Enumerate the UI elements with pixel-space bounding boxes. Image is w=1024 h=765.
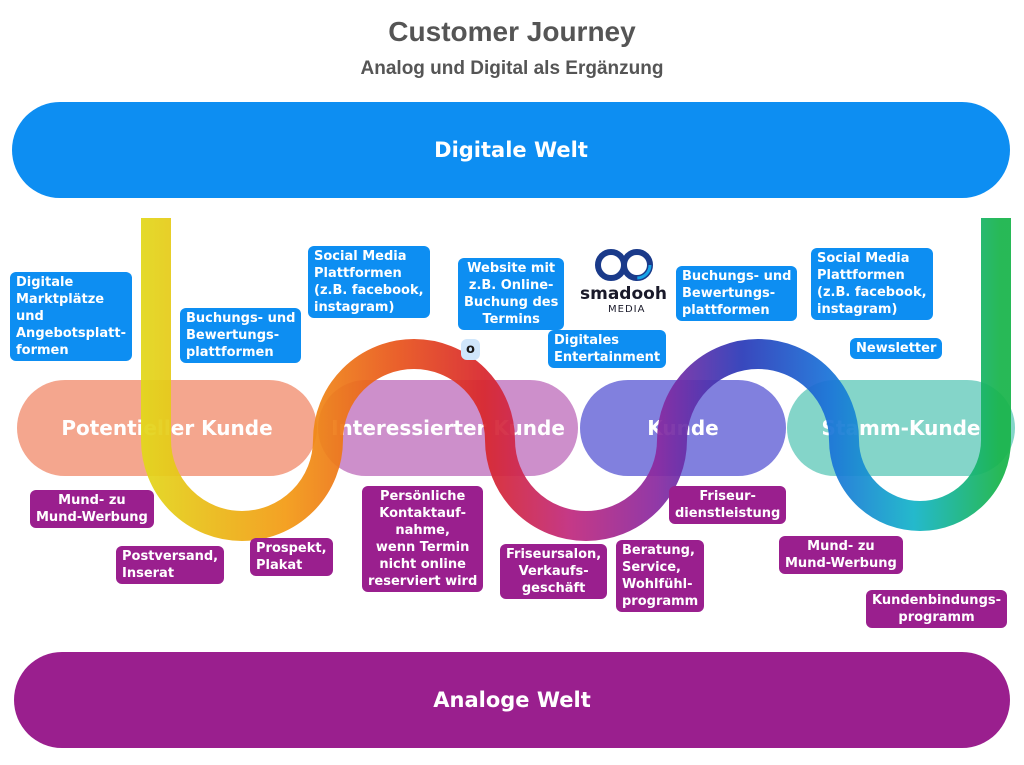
analog-label-flyer-poster: Prospekt, Plakat <box>250 538 333 576</box>
digital-label-booking-platforms: Buchungs- und Bewertungs- plattformen <box>180 308 302 363</box>
digital-label-entertainment: Digitales Entertainment <box>548 330 667 368</box>
stage-interested-customer: Interessierter Kunde <box>318 380 578 476</box>
digital-label-website: Website mit z.B. Online- Buchung des Ter… <box>458 258 565 330</box>
infinity-logo-icon <box>595 249 653 281</box>
analog-label-consulting-service: Beratung, Service, Wohlfühl- programm <box>616 540 705 612</box>
digital-label-social-media: Social Media Plattformen (z.B. facebook,… <box>308 246 430 318</box>
page-subtitle: Analog und Digital als Ergänzung <box>360 58 664 79</box>
digital-label-social-media-2: Social Media Plattformen (z.B. facebook,… <box>811 248 933 320</box>
stage-label: Stamm-Kunde <box>821 416 981 440</box>
analog-label-mail-ads: Postversand, Inserat <box>116 546 225 584</box>
analog-label-word-of-mouth: Mund- zu Mund-Werbung <box>30 490 154 528</box>
stage-potential-customer: Potentieller Kunde <box>17 380 317 476</box>
analog-label-word-of-mouth-2: Mund- zu Mund-Werbung <box>779 536 903 574</box>
analog-label-personal-contact: Persönliche Kontaktauf- nahme, wenn Term… <box>362 486 484 592</box>
stage-label: Potentieller Kunde <box>61 416 273 440</box>
digital-world-band: Digitale Welt <box>12 102 1010 198</box>
analog-label-salon-shop: Friseursalon, Verkaufs- geschäft <box>500 544 608 599</box>
analog-world-band: Analoge Welt <box>14 652 1010 748</box>
stage-label: Interessierter Kunde <box>331 416 565 440</box>
digital-label-booking-platforms-2: Buchungs- und Bewertungs- plattformen <box>676 266 798 321</box>
logo-subtitle: MEDIA <box>608 304 646 315</box>
analog-label-hairdresser-service: Friseur- dienstleistung <box>669 486 787 524</box>
digital-label-newsletter: Newsletter <box>850 338 943 359</box>
logo-name: smadooh <box>580 284 667 304</box>
stage-label: Kunde <box>647 416 719 440</box>
analog-world-label: Analoge Welt <box>433 688 591 712</box>
digital-label-marketplaces: Digitale Marktplätze und Angebotsplatt- … <box>10 272 132 361</box>
digital-world-label: Digitale Welt <box>434 138 588 162</box>
stage-regular-customer: Stamm-Kunde <box>787 380 1015 476</box>
analog-label-loyalty-program: Kundenbindungs- programm <box>866 590 1008 628</box>
stage-customer: Kunde <box>580 380 786 476</box>
digital-label-small-o: o <box>461 339 480 360</box>
page-title: Customer Journey <box>388 16 636 47</box>
